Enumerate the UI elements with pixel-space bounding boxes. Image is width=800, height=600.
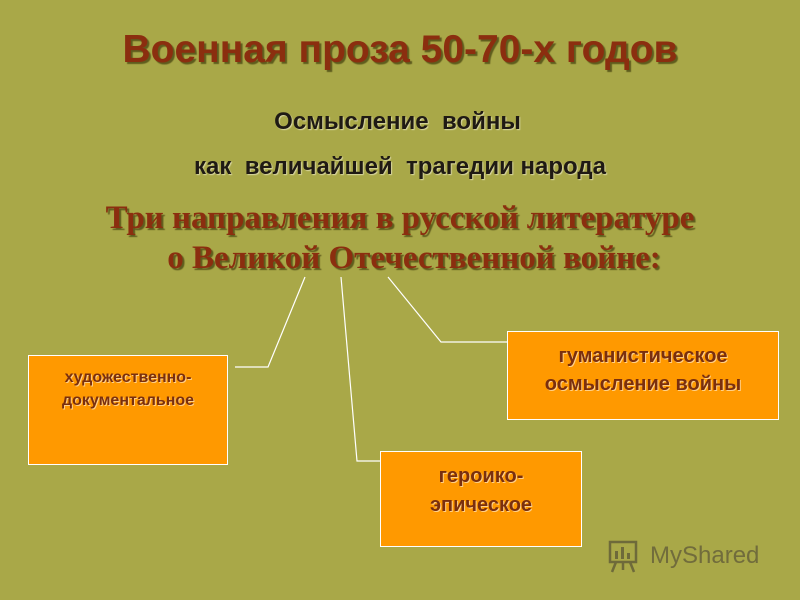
- connector-heroic: [340, 276, 380, 462]
- box-documentary-line-2: документальное: [61, 392, 195, 409]
- box-humanistic-line-1: гуманистическое: [558, 345, 728, 367]
- directions-heading-line-2: о Великой Отечественной войне:: [167, 240, 661, 276]
- directions-heading: Три направления в русской литературе о В…: [70, 198, 730, 278]
- box-documentary-line-1: художественно-: [64, 369, 192, 386]
- watermark-text: MyShared: [650, 542, 760, 569]
- myshared-watermark: MyShared: [606, 536, 776, 576]
- connector-humanistic: [387, 276, 507, 343]
- box-heroic: героико- эпическое: [380, 451, 582, 547]
- subtitle-line-2: как величайшей трагедии народа: [194, 153, 606, 180]
- slide-title: Военная проза 50-70-х годов: [122, 28, 678, 71]
- box-humanistic: гуманистическое осмысление войны: [507, 331, 779, 420]
- box-heroic-line-2: эпическое: [429, 494, 533, 516]
- connector-documentary: [235, 276, 306, 368]
- directions-heading-line-1: Три направления в русской литературе: [105, 200, 695, 236]
- box-humanistic-line-2: осмысление войны: [544, 373, 742, 395]
- presentation-board-icon: [608, 540, 638, 573]
- box-heroic-line-1: героико-: [438, 465, 524, 487]
- box-documentary: художественно- документальное: [28, 355, 228, 465]
- subtitle-line-1: Осмысление войны: [274, 108, 521, 135]
